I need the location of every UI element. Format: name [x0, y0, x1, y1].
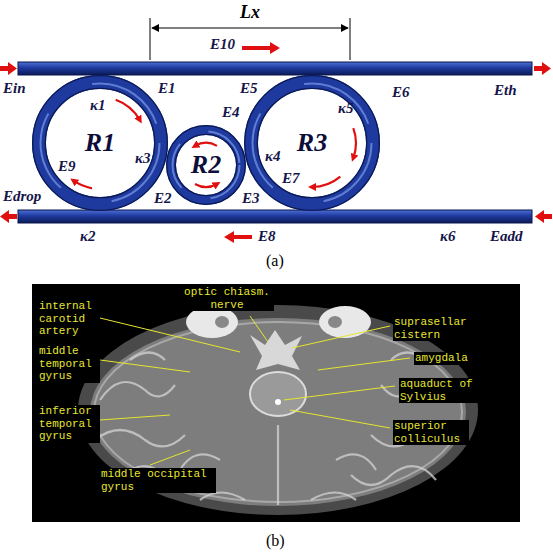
leader-line	[284, 386, 395, 400]
signal-label: Eth	[494, 82, 517, 99]
signal-label: κ6	[440, 228, 455, 245]
anatomy-label: aquaduct of Sylvius	[399, 378, 483, 403]
mri-panel	[250, 372, 306, 416]
signal-arrow	[535, 210, 552, 223]
signal-label: E8	[258, 228, 276, 245]
ring-outline	[257, 88, 366, 197]
dimension-line	[350, 18, 351, 60]
signal-arrow	[534, 62, 551, 75]
ring-outline	[45, 88, 154, 197]
ring-outline	[39, 82, 161, 204]
signal-label: E10	[210, 36, 235, 53]
panel-label: (b)	[266, 532, 285, 550]
mri-panel	[311, 493, 356, 501]
waveguide	[18, 62, 532, 75]
mri-panel	[95, 430, 185, 446]
circulation-arrow	[195, 184, 217, 187]
ring-outline	[173, 132, 240, 199]
mri-panel	[200, 493, 245, 501]
circulation-arrow	[74, 181, 92, 189]
anatomy-label: optic chiasm. nerve	[180, 286, 274, 311]
ring-label: R3	[297, 130, 327, 156]
mri-panel	[32, 284, 520, 522]
ring-outline	[253, 84, 372, 203]
leader-line	[292, 326, 390, 348]
circulation-arrow	[353, 128, 356, 158]
signal-label: Edrop	[3, 188, 41, 205]
anatomy-label: suprasellar cistern	[393, 316, 477, 341]
signal-arrow	[224, 231, 252, 243]
panel-label: (a)	[266, 252, 284, 270]
ring-resonator: R3	[244, 75, 380, 211]
signal-label: κ2	[80, 228, 95, 245]
waveguide	[18, 210, 532, 223]
signal-arrow	[0, 42, 552, 243]
mri-panel	[250, 330, 302, 370]
leader-line	[100, 360, 190, 372]
ring-outline	[41, 84, 160, 203]
signal-label: E1	[158, 80, 176, 97]
anatomy-label: superior colliculus	[393, 420, 469, 445]
ring-resonator: R1	[32, 75, 168, 211]
circulation-arrow	[74, 100, 356, 189]
signal-label: E6	[392, 84, 410, 101]
signal-arrow	[0, 210, 17, 223]
ring-outline	[171, 130, 241, 200]
signal-label: E2	[154, 190, 172, 207]
leader-line	[250, 316, 268, 342]
anatomy-label: internal carotid artery	[38, 300, 100, 338]
signal-label: E4	[222, 104, 240, 121]
ring-label: R2	[191, 152, 221, 178]
mri-panel	[215, 316, 229, 328]
signal-label: Ein	[3, 80, 26, 97]
leader-line	[100, 415, 170, 420]
signal-arrow	[0, 62, 17, 75]
signal-label: κ1	[90, 97, 105, 114]
dimension-line	[150, 18, 350, 60]
anatomy-label: middle occipital gyrus	[100, 468, 216, 493]
ring-outline	[33, 76, 168, 211]
signal-label: E9	[58, 158, 76, 175]
leader-line	[150, 450, 190, 465]
signal-label: E5	[240, 80, 258, 97]
mri-panel	[90, 318, 466, 506]
signal-label: κ3	[135, 150, 150, 167]
ring-label: R1	[85, 130, 115, 156]
signal-label: E3	[242, 190, 260, 207]
mri-panel	[351, 466, 436, 485]
ring-outline	[245, 76, 380, 211]
mri-panel	[78, 305, 478, 515]
leader-line	[100, 316, 410, 465]
mri-panel	[336, 454, 376, 470]
circulation-arrow	[195, 143, 217, 146]
leader-line	[290, 410, 390, 428]
mri-panel	[32, 284, 520, 522]
ring-outline	[251, 82, 373, 204]
ring-resonator: R2	[166, 125, 246, 205]
mri-panel	[130, 353, 165, 361]
mri-panel	[319, 306, 371, 338]
anatomy-label: amygdala	[414, 352, 469, 365]
signal-arrow	[242, 42, 280, 54]
mri-panel	[277, 425, 279, 505]
dimension-line	[152, 27, 348, 28]
dimension-line	[150, 18, 151, 60]
dimension-label: Lx	[240, 3, 260, 23]
leader-line	[318, 358, 410, 370]
waveguide	[18, 62, 532, 223]
leader-line	[100, 318, 240, 352]
anatomy-label: inferior temporal gyrus	[38, 405, 100, 443]
signal-label: E7	[282, 170, 300, 187]
ring-outline	[175, 134, 236, 195]
mri-panel	[275, 399, 281, 405]
mri-panel	[328, 316, 342, 328]
circulation-arrow	[312, 177, 340, 187]
anatomy-label: middle temporal gyrus	[38, 345, 100, 383]
signal-label: κ4	[265, 148, 280, 165]
ring-outline	[167, 126, 246, 205]
signal-label: κ5	[338, 100, 353, 117]
mri-panel	[100, 382, 175, 400]
signal-label: Eadd	[490, 228, 523, 245]
